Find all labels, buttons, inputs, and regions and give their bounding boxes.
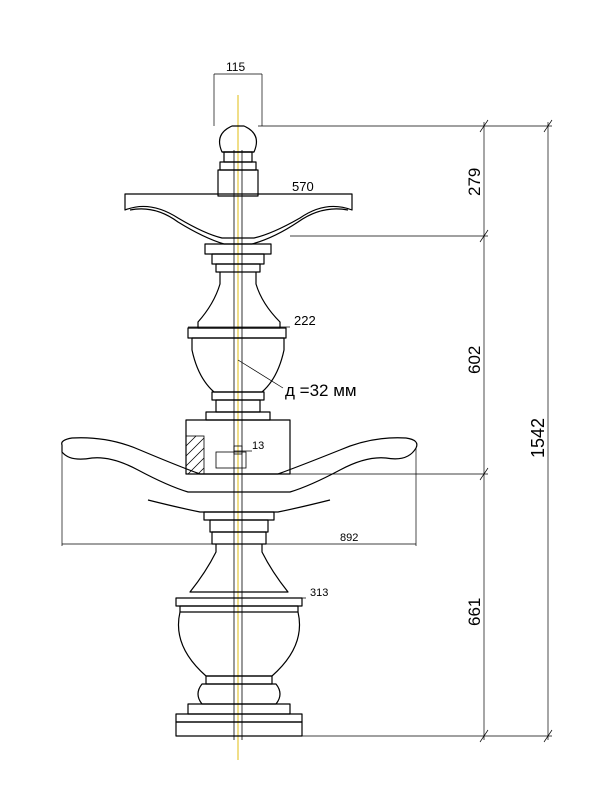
dim-label-279: 279 xyxy=(465,168,484,196)
dim-label-892: 892 xyxy=(340,532,358,544)
dim-label-661: 661 xyxy=(465,598,484,626)
water-pipe xyxy=(233,150,243,740)
dim-label-602: 602 xyxy=(465,346,484,374)
dim-lower-bowl-width: 892 xyxy=(61,448,417,546)
dim-total-height: 1542 xyxy=(528,119,553,743)
pipe-leader: д =32 мм xyxy=(237,359,357,400)
dim-label-570: 570 xyxy=(292,179,314,194)
lower-urn xyxy=(175,531,303,737)
dim-upper-bowl-width: 570 xyxy=(125,179,352,195)
dim-inner-detail: 13 xyxy=(234,440,264,452)
dim-label-313: 313 xyxy=(310,587,328,599)
dim-label-222: 222 xyxy=(294,313,316,328)
top-finial xyxy=(217,125,259,197)
dim-middle-diameter: 222 xyxy=(188,313,316,328)
pipe-note: д =32 мм xyxy=(285,381,357,400)
dim-label-115: 115 xyxy=(226,60,245,74)
dim-vertical-chain: 279 602 661 xyxy=(465,119,489,743)
dim-label-1542: 1542 xyxy=(528,418,548,458)
dim-pedestal-diameter: 313 xyxy=(176,587,328,599)
lower-bowl xyxy=(61,437,418,533)
upper-vase xyxy=(187,263,287,421)
extension-lines xyxy=(258,125,552,737)
dim-label-13: 13 xyxy=(252,440,264,452)
dim-top-diameter: 115 xyxy=(213,60,263,126)
